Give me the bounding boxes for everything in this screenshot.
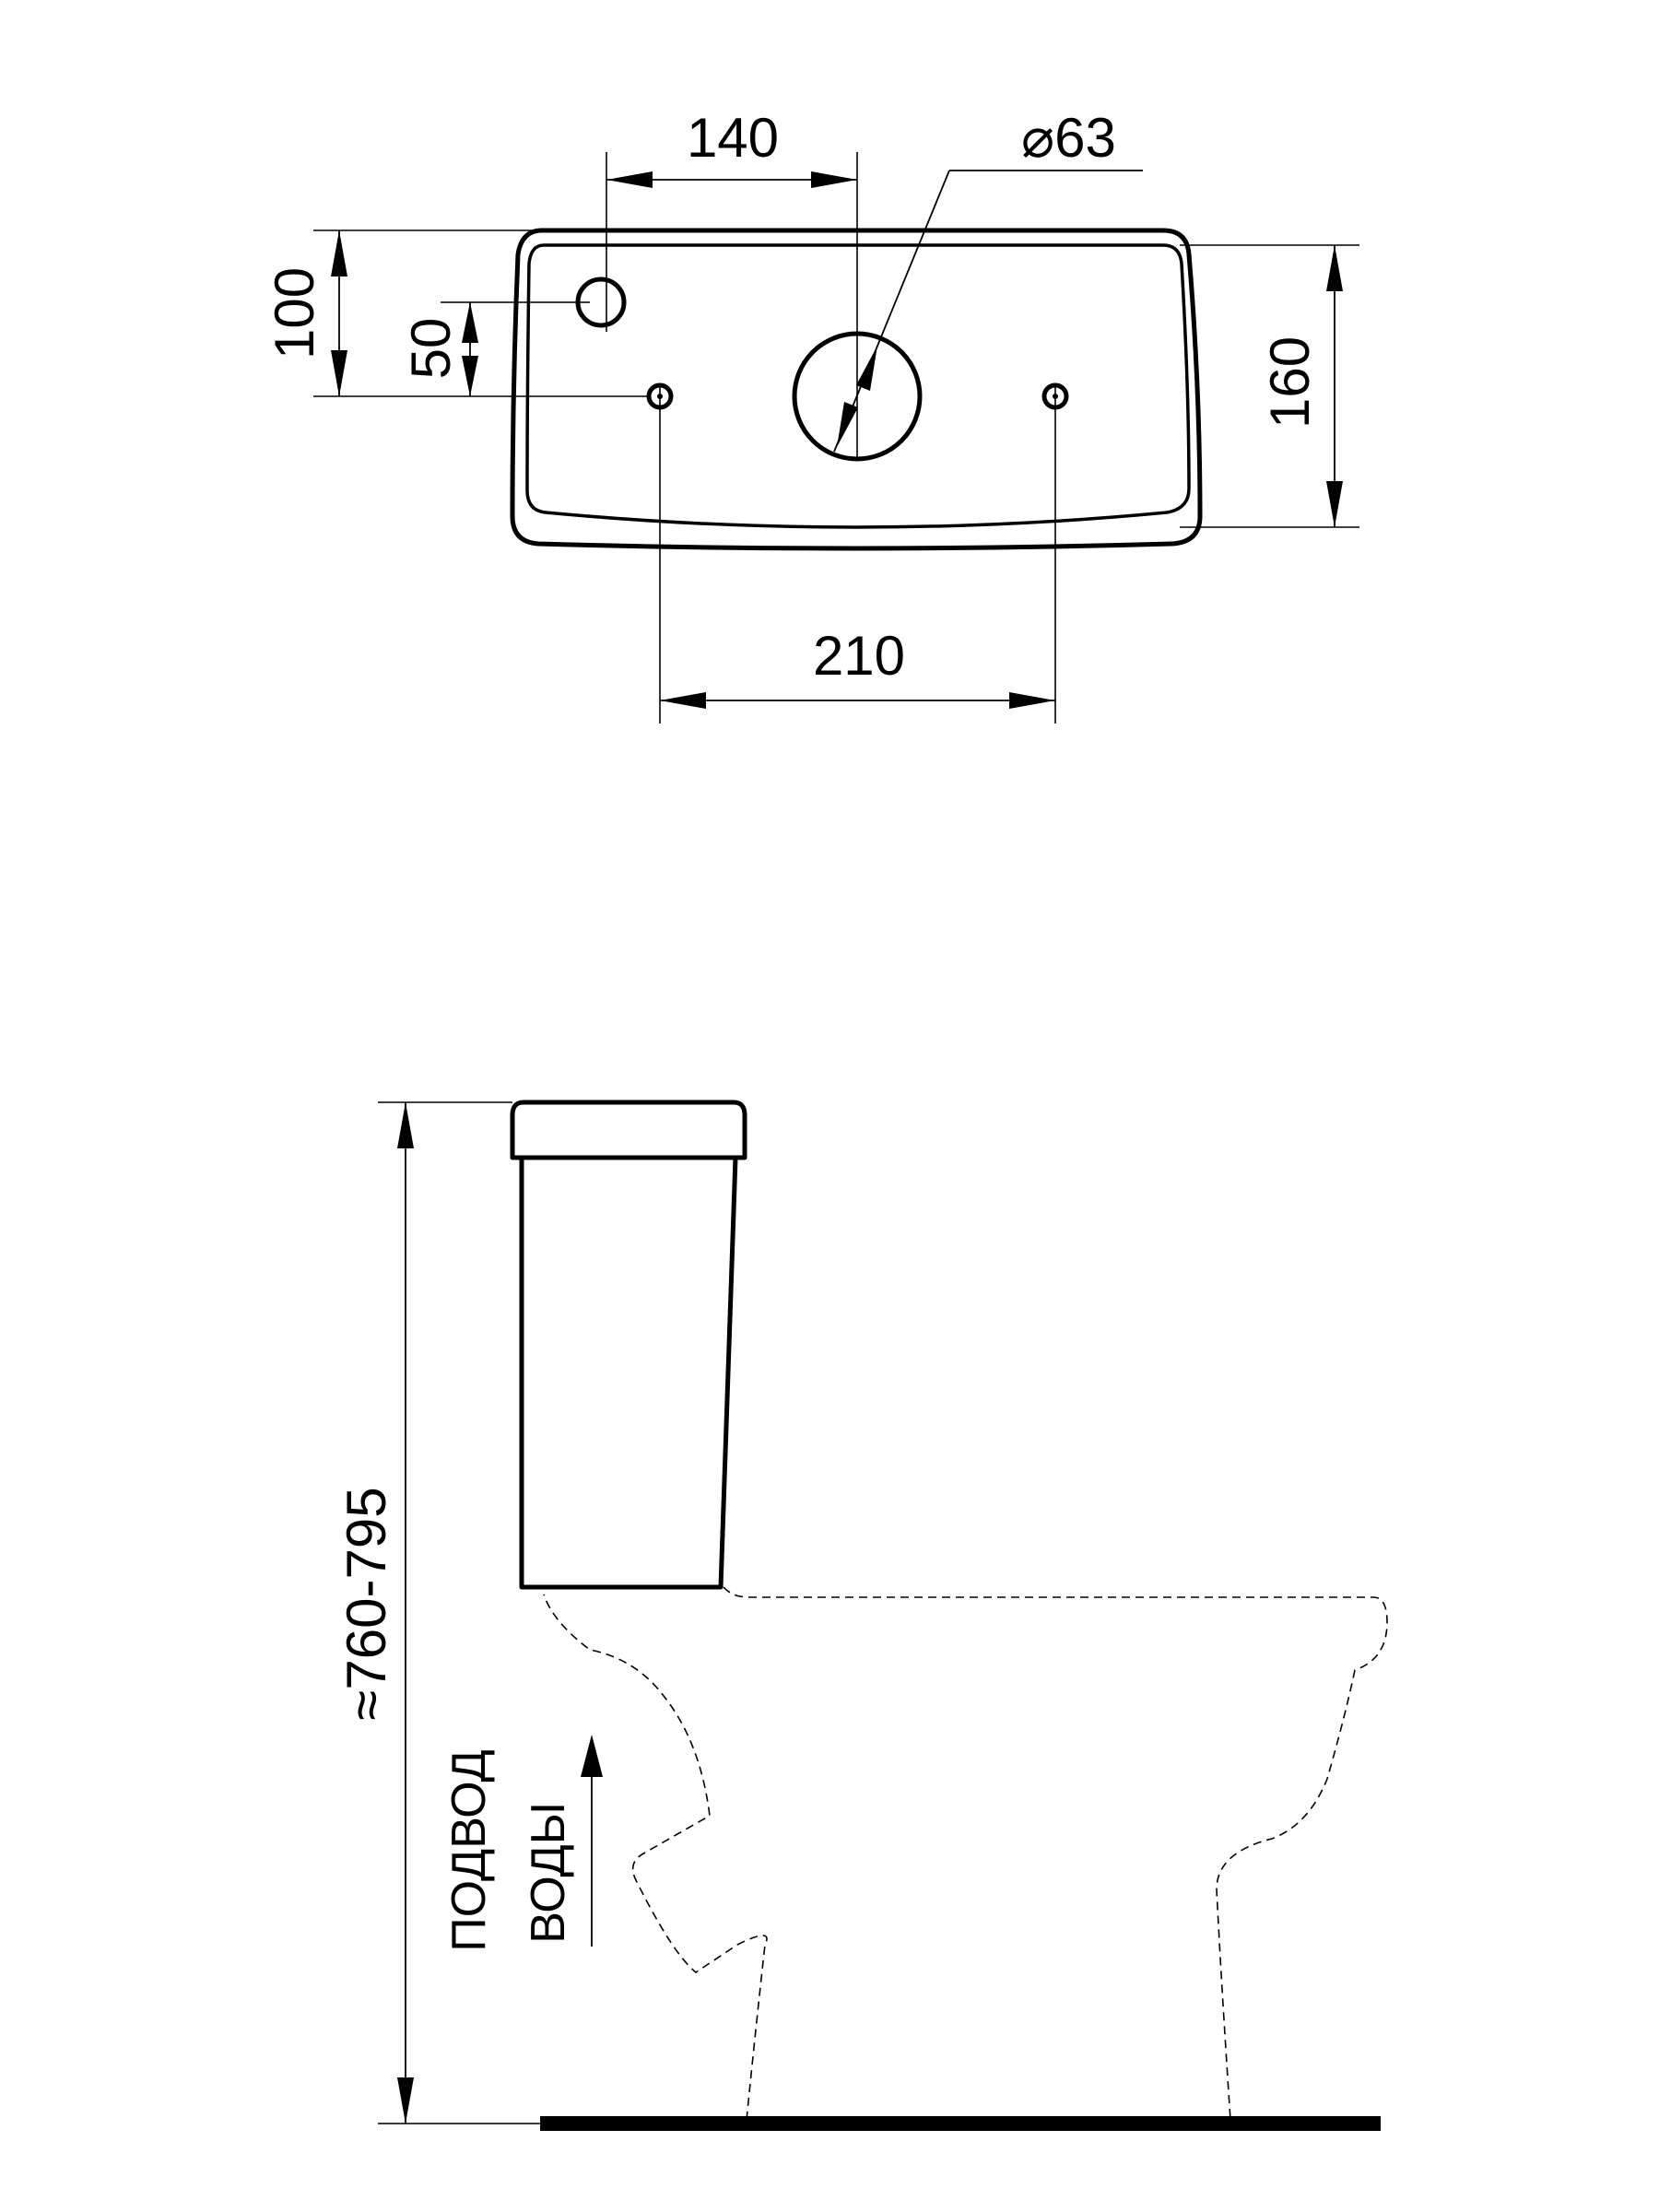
dim-text-210: 210: [813, 625, 905, 687]
dim-text-160: 160: [1259, 336, 1321, 429]
arrow-50-top: [462, 302, 478, 343]
dim-text-140: 140: [687, 107, 779, 169]
toilet-bowl-hidden-outline: [543, 1586, 1388, 2121]
arrow-210-left: [660, 692, 706, 709]
arrow-diameter-lower: [837, 402, 858, 447]
dim-text-height: ≈760-795: [335, 1487, 397, 1720]
arrow-140-left: [606, 171, 653, 188]
arrow-160-top: [1326, 245, 1343, 291]
cistern-top-inner-outline: [525, 243, 1191, 529]
dim-text-diameter: ⌀63: [1021, 107, 1116, 169]
cistern-top-outer-outline: [510, 228, 1203, 551]
arrow-50-bottom: [462, 356, 478, 396]
arrow-height-top: [397, 1102, 414, 1148]
floor-line: [540, 2116, 1381, 2131]
arrow-140-right: [811, 171, 857, 188]
dim-text-50: 50: [400, 318, 462, 380]
water-supply-label-line1: ПОДВОД: [442, 1749, 496, 1951]
leader-diameter-diagonal: [833, 170, 950, 453]
top-view: 140 ⌀63 100 50 160 210: [264, 107, 1359, 724]
dim-text-100: 100: [264, 267, 325, 359]
cistern-lid-side: [510, 1100, 747, 1160]
arrow-100-bottom: [331, 350, 347, 396]
arrow-height-bottom: [397, 2077, 414, 2124]
water-supply-arrow-icon: [581, 1735, 603, 1777]
cistern-body-side: [519, 1157, 738, 1590]
arrow-100-top: [331, 230, 347, 276]
side-view: ≈760-795 ПОДВОД ВОДЫ: [335, 1100, 1388, 2131]
water-supply-label-line2: ВОДЫ: [522, 1802, 575, 1944]
arrow-diameter-upper: [856, 346, 877, 391]
arrow-160-bottom: [1326, 481, 1343, 527]
arrow-210-right: [1009, 692, 1055, 709]
